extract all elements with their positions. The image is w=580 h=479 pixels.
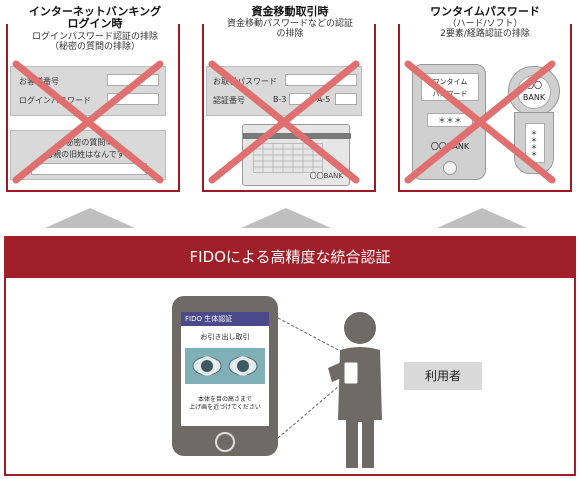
column-otp-subtitle: （ハード/ソフト） 2要素/経路認証の排除 [390, 19, 580, 39]
column-transfer-title-line1: 資金移動取引時 [251, 5, 329, 18]
column-transfer-frame [202, 24, 376, 192]
otp-token-line1: ワンタイム [432, 78, 468, 86]
smartphone: FIDO 生体認証 お引き出し取引 本体を目の高さまで 上げ画を近づけてください [172, 296, 278, 456]
user-label: 利用者 [404, 362, 482, 390]
column-otp-title-line1: ワンタイムパスワード [430, 5, 540, 18]
security-card: 〇〇BANK [242, 124, 351, 186]
key-fob-brand-top: 〇〇 [526, 81, 542, 90]
customer-number-field [107, 74, 159, 86]
otp-token-code: ＊＊＊ [427, 113, 473, 127]
card-brand: 〇〇BANK [309, 172, 343, 180]
auth-number-label: 認証番号 [213, 96, 245, 105]
customer-number-label: お客様番号 [19, 77, 59, 86]
column-otp-subtitle-line2: 2要素/経路認証の排除 [440, 29, 530, 39]
phone-hint-line1: 本体を目の高さまで [197, 396, 252, 403]
column-otp-frame [398, 24, 572, 192]
connector-lines [277, 317, 347, 439]
key-fob-brand-bottom: BANK [522, 93, 546, 102]
otp-token-button [443, 161, 457, 175]
key-fob-code: ＊＊＊＊ [525, 123, 545, 163]
transaction-password-label: お取引パスワード [213, 77, 277, 86]
secret-question-panel: 秘密の質問① 母親の旧姓はなんですか [10, 130, 166, 180]
eye-icon [192, 356, 258, 376]
iris-scan-image [185, 348, 265, 384]
login-password-field [107, 93, 159, 105]
otp-token-device: ワンタイム パスワード ＊＊＊ 〇〇BANK [412, 64, 486, 180]
column-otp-title: ワンタイムパスワード [390, 6, 580, 18]
otp-token-display: ワンタイム パスワード [421, 73, 479, 101]
secret-answer-field [31, 163, 147, 175]
transfer-form-panel: お取引パスワード 認証番号 B-3 A-5 [206, 66, 362, 116]
column-transfer-subtitle-line2: の排除 [276, 29, 304, 39]
phone-hint: 本体を目の高さまで 上げ画を近づけてください [181, 396, 269, 412]
secret-question-label: 秘密の質問① [65, 138, 113, 147]
column-login-subtitle-line1: ログインパスワード認証の排除 [31, 32, 158, 42]
phone-hint-line2: 上げ画を近づけてください [189, 404, 261, 411]
column-login-subtitle: ログインパスワード認証の排除 （秘密の質問の排除） [0, 32, 190, 52]
column-login-subtitle-line2: （秘密の質問の排除） [49, 42, 140, 52]
auth-number-a: B-3 [273, 95, 287, 104]
login-password-label: ログインパスワード [19, 96, 91, 105]
otp-token-line2: パスワード [432, 90, 468, 98]
user-person-icon [328, 312, 382, 468]
phone-title: お引き出し取引 [200, 333, 250, 341]
fido-banner: FIDOによる高精度な統合認証 [4, 236, 576, 278]
key-fob-face: 〇〇 BANK [517, 75, 551, 109]
card-stripe [243, 133, 351, 139]
key-fob-ring: 〇〇 BANK [508, 66, 560, 116]
phone-header: FIDO 生体認証 [181, 312, 269, 326]
key-fob-body: ＊＊＊＊ [514, 112, 554, 174]
home-button [215, 432, 235, 452]
login-form-panel: お客様番号 ログインパスワード [10, 66, 166, 116]
card-grid [253, 143, 323, 173]
smartphone-screen: FIDO 生体認証 お引き出し取引 本体を目の高さまで 上げ画を近づけてください [181, 312, 269, 426]
otp-token-brand: 〇〇BANK [430, 142, 470, 151]
column-login-frame [6, 24, 180, 192]
auth-number-b: A-5 [317, 95, 331, 104]
auth-number-b-field [335, 93, 357, 105]
secret-question-text: 母親の旧姓はなんですか [45, 150, 133, 159]
column-transfer-subtitle-line1: 資金移動パスワードなどの認証 [226, 19, 353, 29]
column-login-title: インターネットバンキング ログイン時 [0, 6, 190, 30]
column-transfer-subtitle: 資金移動パスワードなどの認証 の排除 [195, 19, 385, 39]
arrow-up-icon-right [437, 208, 527, 228]
column-login-title-line2: ログイン時 [67, 17, 123, 30]
auth-number-a-field [289, 93, 311, 105]
column-transfer-title: 資金移動取引時 [195, 6, 385, 18]
arrow-up-icon-center [241, 208, 331, 228]
arrow-up-icon-left [45, 208, 135, 228]
column-otp-subtitle-line1: （ハード/ソフト） [447, 19, 523, 29]
transaction-password-field [285, 74, 357, 86]
column-login-title-line1: インターネットバンキング [28, 5, 162, 18]
